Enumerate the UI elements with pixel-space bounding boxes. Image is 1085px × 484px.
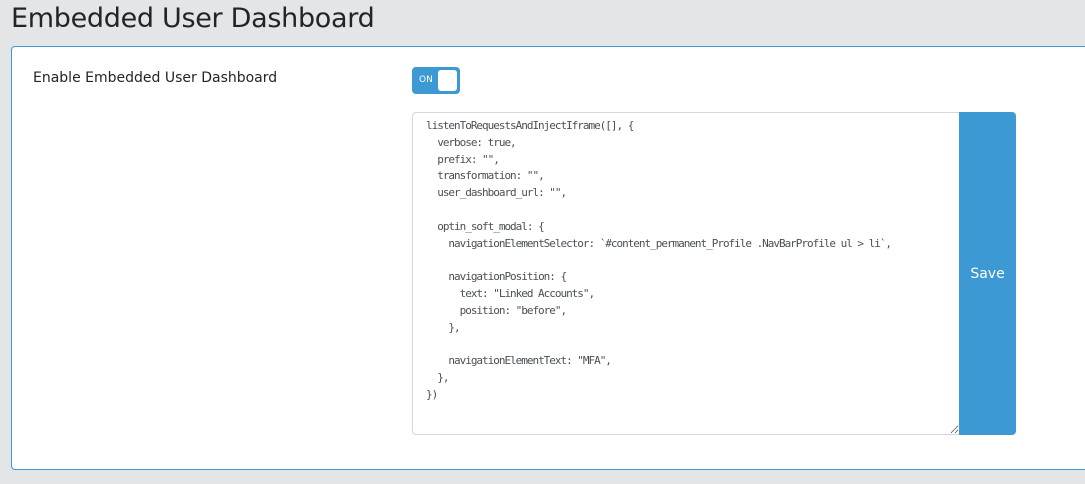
config-code-editor[interactable] [412, 112, 960, 435]
page-title: Embedded User Dashboard [11, 3, 375, 34]
save-button[interactable]: Save [959, 112, 1016, 435]
toggle-state-label: ON [419, 75, 433, 85]
toggle-knob [438, 70, 457, 91]
settings-panel: Enable Embedded User Dashboard ON Save [11, 46, 1085, 470]
enable-dashboard-label: Enable Embedded User Dashboard [33, 70, 278, 86]
enable-dashboard-toggle[interactable]: ON [412, 67, 460, 94]
